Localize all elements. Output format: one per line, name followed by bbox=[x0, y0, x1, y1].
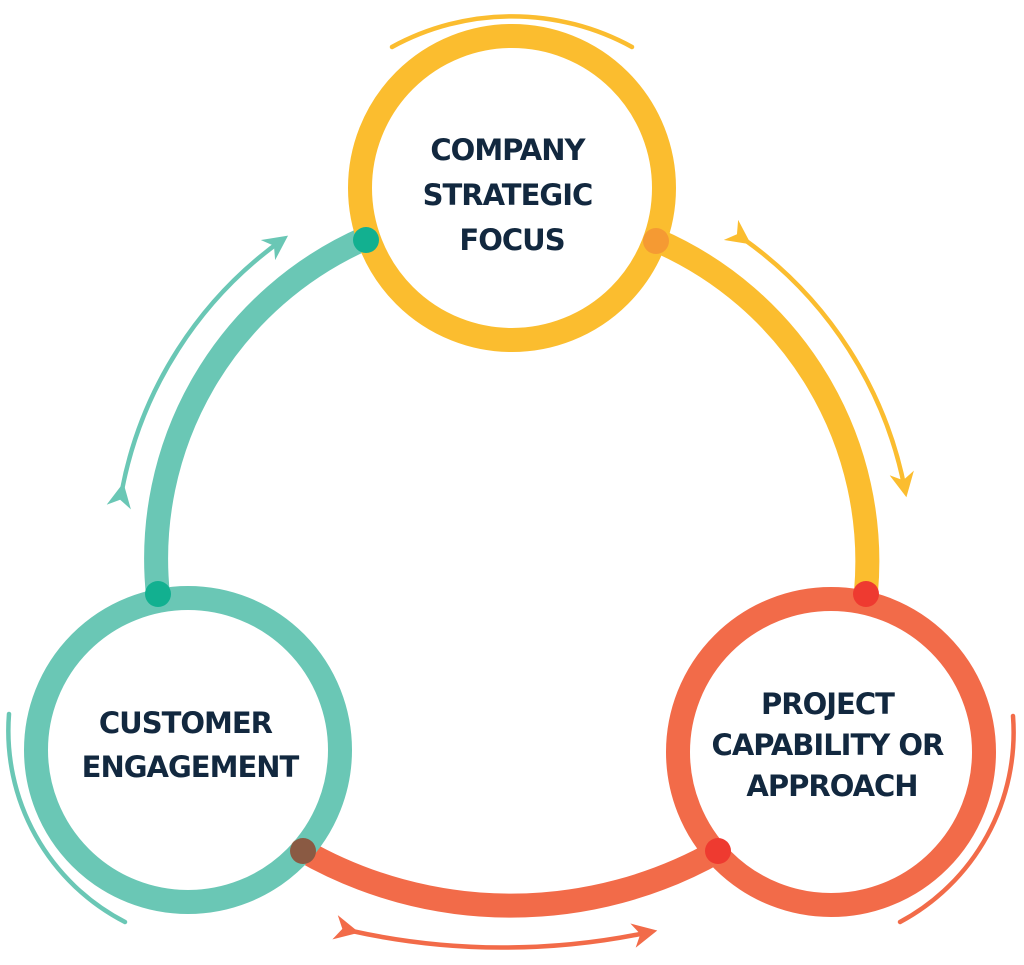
connector-customer-company bbox=[144, 226, 378, 607]
double-arrow-icon bbox=[106, 235, 289, 510]
label-line: CUSTOMER bbox=[99, 706, 273, 740]
overlap-marker bbox=[290, 838, 316, 864]
connector-project-customer bbox=[290, 838, 730, 918]
outer-arc-project bbox=[897, 713, 1016, 925]
overlap-marker bbox=[643, 228, 669, 254]
node-label-project: PROJECT CAPABILITY OR APPROACH bbox=[712, 687, 953, 803]
node-ring-company bbox=[348, 24, 676, 352]
double-arrow-icon bbox=[723, 219, 914, 498]
node-label-company: COMPANY STRATEGIC FOCUS bbox=[423, 133, 602, 257]
node-ring-customer bbox=[24, 586, 352, 914]
double-arrow-icon bbox=[332, 915, 658, 950]
node-label-customer: CUSTOMER ENGAGEMENT bbox=[82, 706, 300, 784]
overlap-marker bbox=[705, 838, 731, 864]
connector-company-project bbox=[644, 228, 880, 604]
label-line: FOCUS bbox=[459, 223, 564, 257]
label-line: COMPANY bbox=[430, 133, 586, 167]
label-line: CAPABILITY OR bbox=[712, 728, 944, 762]
node-ring-project bbox=[666, 587, 996, 917]
overlap-marker bbox=[145, 581, 171, 607]
label-line: ENGAGEMENT bbox=[82, 750, 300, 784]
label-line: APPROACH bbox=[746, 769, 917, 803]
label-line: STRATEGIC bbox=[423, 178, 593, 212]
overlap-marker bbox=[353, 227, 379, 253]
outer-arc-company bbox=[389, 14, 635, 50]
overlap-marker bbox=[853, 581, 879, 607]
label-line: PROJECT bbox=[761, 687, 895, 721]
outer-arc-customer bbox=[6, 711, 128, 925]
